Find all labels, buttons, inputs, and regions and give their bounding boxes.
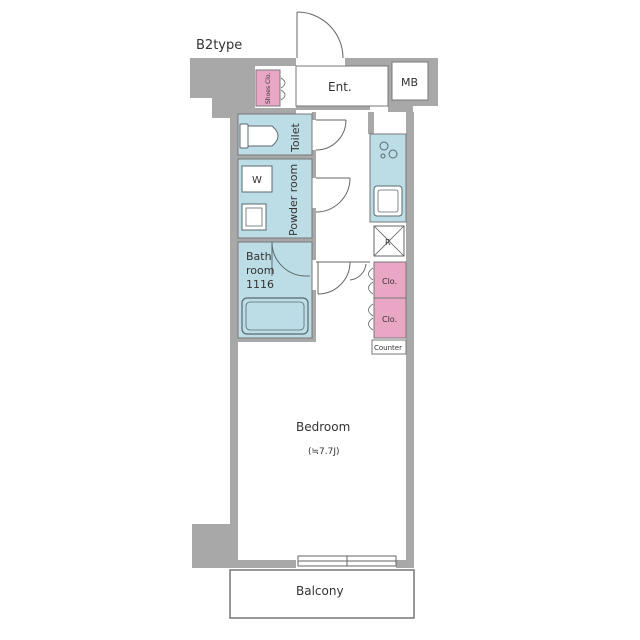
washer-space (241, 165, 273, 193)
bedroom-size: (≒7.7J) (308, 447, 340, 457)
bath-door[interactable] (271, 241, 310, 277)
toilet-fixture (239, 123, 279, 149)
closet-1-label: Clo. (382, 277, 397, 286)
counter-label: Counter (374, 344, 402, 352)
closet-2-label: Clo. (382, 315, 397, 324)
closet-1 (373, 261, 407, 299)
wall-top-left (190, 58, 296, 118)
toilet-label: Toilet (289, 123, 302, 153)
bedroom-label: Bedroom (296, 420, 350, 434)
plan-type-label: B2type (196, 38, 242, 53)
closet-doors[interactable] (368, 267, 374, 331)
bath-label-line3: 1116 (246, 278, 274, 291)
washer-label: W (252, 175, 262, 186)
counter (371, 339, 407, 355)
bath-label-line1: Bath (246, 250, 272, 263)
toilet-door[interactable] (315, 119, 347, 151)
entrance-label: Ent. (328, 80, 352, 94)
closet-2 (373, 297, 407, 339)
powder-room-door[interactable] (315, 177, 351, 213)
bedroom-door[interactable] (316, 261, 370, 295)
refrigerator-label: R (385, 238, 391, 247)
shoes-closet-label: Shoes Clo. (265, 73, 272, 104)
stove-icon (379, 141, 398, 159)
balcony (229, 569, 415, 619)
shoes-closet-door[interactable] (280, 77, 286, 101)
bedroom (238, 356, 406, 560)
entrance-door[interactable] (296, 11, 344, 59)
wall-left (230, 108, 238, 528)
entrance-floor (295, 65, 389, 107)
meter-box-label: MB (401, 76, 418, 89)
wall-right (406, 112, 414, 564)
kitchen-sink (373, 185, 403, 217)
powder-room-label: Powder room (287, 164, 300, 236)
wall-bottom-right (396, 560, 414, 568)
partitions (238, 106, 370, 342)
balcony-label: Balcony (296, 584, 344, 598)
refrigerator-space (373, 225, 405, 257)
balcony-window[interactable] (297, 555, 397, 567)
wall-kitchen-side (368, 112, 374, 134)
bathtub (241, 297, 309, 335)
shoes-closet (255, 69, 281, 107)
wall-bottom-left (192, 524, 296, 568)
bath-label-line2: room (246, 264, 274, 277)
meter-box (391, 61, 429, 101)
